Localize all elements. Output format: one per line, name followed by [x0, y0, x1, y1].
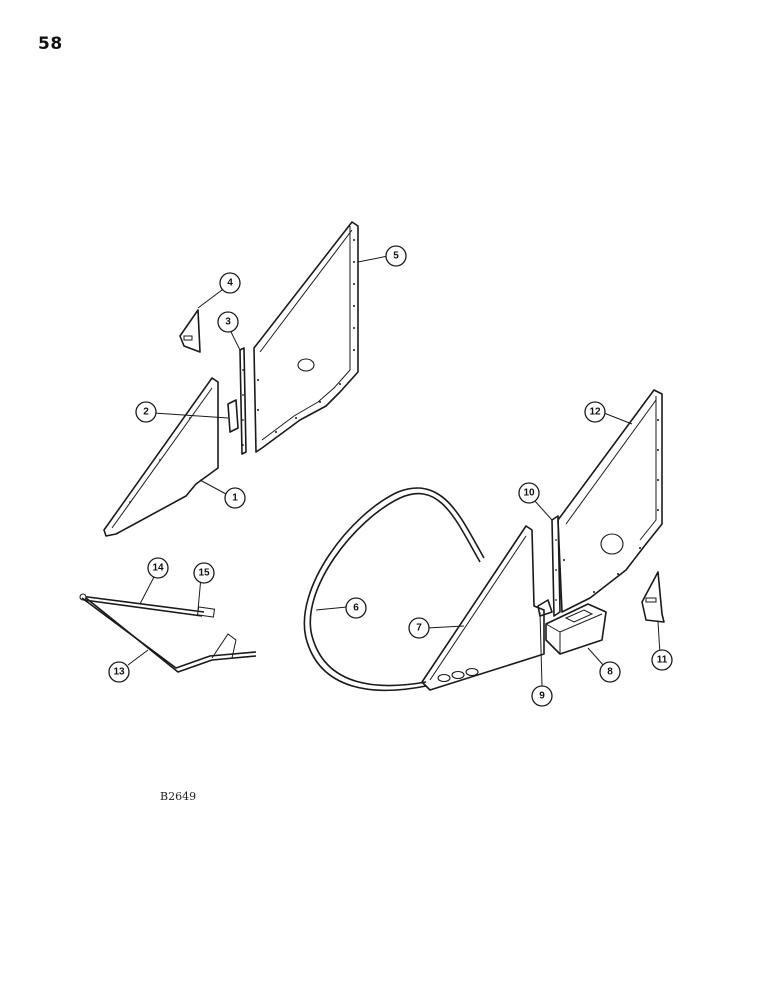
part-9-angle	[537, 599, 553, 617]
part-11-bracket	[641, 571, 665, 623]
part-13-rod	[81, 597, 257, 673]
part-7-panel	[421, 525, 545, 691]
leader-lines	[127, 255, 661, 687]
callout-4-label: 4	[227, 278, 233, 289]
callout-4: 4	[219, 272, 241, 294]
callout-15-label: 15	[198, 568, 210, 579]
part-2-plate	[227, 399, 239, 433]
callout-13-label: 13	[113, 667, 125, 678]
part-1-panel	[103, 377, 219, 537]
part-6-guard-rod	[303, 487, 485, 692]
callout-1: 1	[224, 487, 246, 509]
callout-3: 3	[217, 311, 239, 333]
callout-9-label: 9	[539, 691, 545, 702]
page-number: 58	[38, 34, 63, 54]
part-4-bracket	[179, 309, 201, 353]
callout-12-label: 12	[589, 407, 601, 418]
callout-6: 6	[345, 597, 367, 619]
callout-8: 8	[599, 661, 621, 683]
part-14-rod	[79, 593, 216, 618]
callout-1-label: 1	[232, 493, 238, 504]
callout-2-label: 2	[143, 407, 149, 418]
callout-5: 5	[385, 245, 407, 267]
figure-code: B2649	[160, 790, 197, 803]
callout-12: 12	[584, 401, 606, 423]
callout-6-label: 6	[353, 603, 359, 614]
callout-13: 13	[108, 661, 130, 683]
part-5-side-panel	[253, 221, 359, 453]
part-12-side-panel	[557, 389, 663, 613]
callout-7-label: 7	[416, 623, 422, 634]
part-8-shield	[545, 603, 607, 655]
callout-8-label: 8	[607, 667, 613, 678]
callout-11: 11	[651, 649, 673, 671]
callout-10: 10	[518, 482, 540, 504]
callout-14-label: 14	[152, 563, 164, 574]
part-10-strip	[551, 515, 561, 617]
callout-7: 7	[408, 617, 430, 639]
callout-3-label: 3	[225, 317, 231, 328]
callout-15: 15	[193, 562, 215, 584]
callout-9: 9	[531, 685, 553, 707]
callout-14: 14	[147, 557, 169, 579]
part-3-strip	[239, 347, 247, 455]
callout-11-label: 11	[657, 655, 668, 666]
callout-5-label: 5	[393, 251, 399, 262]
callout-2: 2	[135, 401, 157, 423]
callout-10-label: 10	[523, 488, 535, 499]
